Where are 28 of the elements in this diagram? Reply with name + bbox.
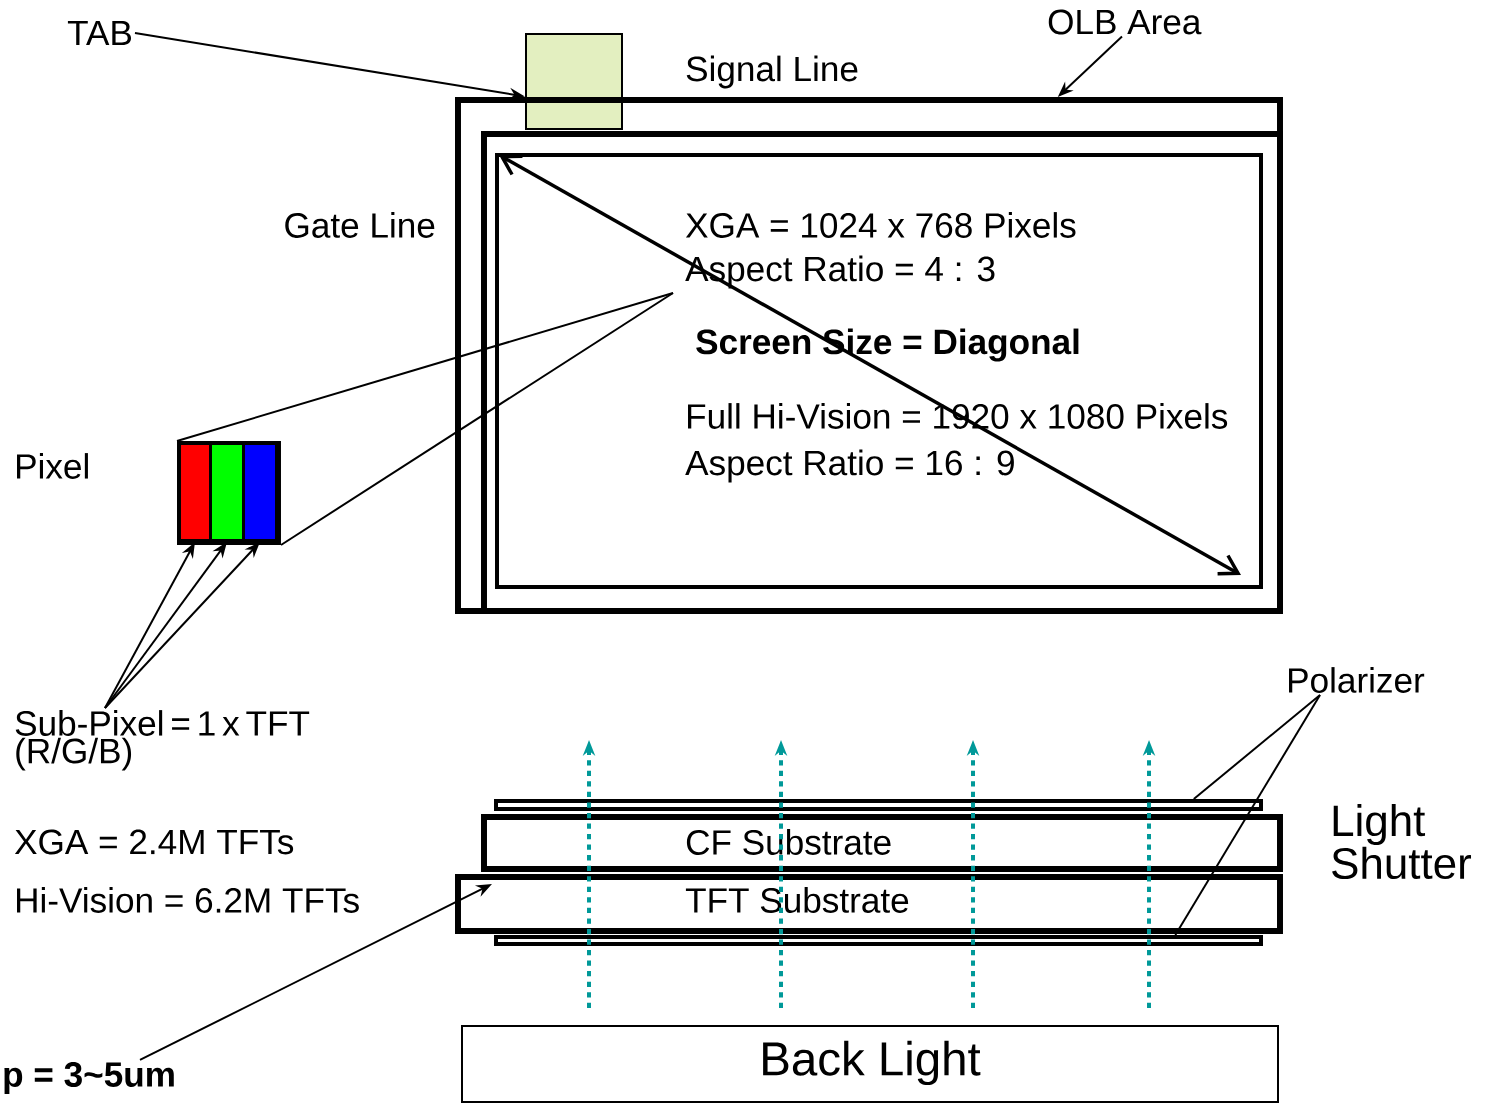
zoom-line xyxy=(176,292,674,442)
pixel-label: Pixel xyxy=(17,453,88,479)
ratio-text: Aspect Ratio = 16 : 9 xyxy=(685,449,1014,483)
gate-line-label: Gate Line xyxy=(285,212,435,238)
tab-label: TAB xyxy=(67,20,131,46)
backlight-label: Back Light xyxy=(763,1040,981,1086)
backlight-box xyxy=(461,1025,1279,1103)
substrate-label: CF Substrate xyxy=(686,829,891,855)
tab-box xyxy=(525,33,623,130)
polarizer-layer xyxy=(494,799,1263,811)
signal-line-label: Signal Line xyxy=(686,55,858,89)
sub-pixel xyxy=(178,442,212,542)
sub-pixel xyxy=(242,442,278,542)
resolution-text: XGA = 1024 x 768 Pixels xyxy=(685,212,1076,238)
area-label: OLB Area xyxy=(1048,9,1202,35)
light-shutter-label: Light Shutter xyxy=(1332,804,1471,880)
tft-count-text: Hi-Vision = 6.2M TFTs xyxy=(17,887,359,913)
tft-count-text: XGA = 2.4M TFTs xyxy=(14,829,294,855)
substrate-box xyxy=(481,814,1283,872)
sub-pixel xyxy=(209,442,245,542)
leader-line xyxy=(1174,694,1321,936)
zoom-line xyxy=(280,292,674,546)
pixel-box xyxy=(177,441,281,545)
polarizer-layer xyxy=(494,935,1263,946)
substrate-label: TFT Substrate xyxy=(685,887,909,913)
polarizer-label: Polarizer xyxy=(1289,667,1425,693)
gap-label: p = 3~5um xyxy=(4,1062,174,1094)
sub-pixel-label: Sub-Pixel = 1 x TFT (R/G/B) xyxy=(15,710,310,771)
